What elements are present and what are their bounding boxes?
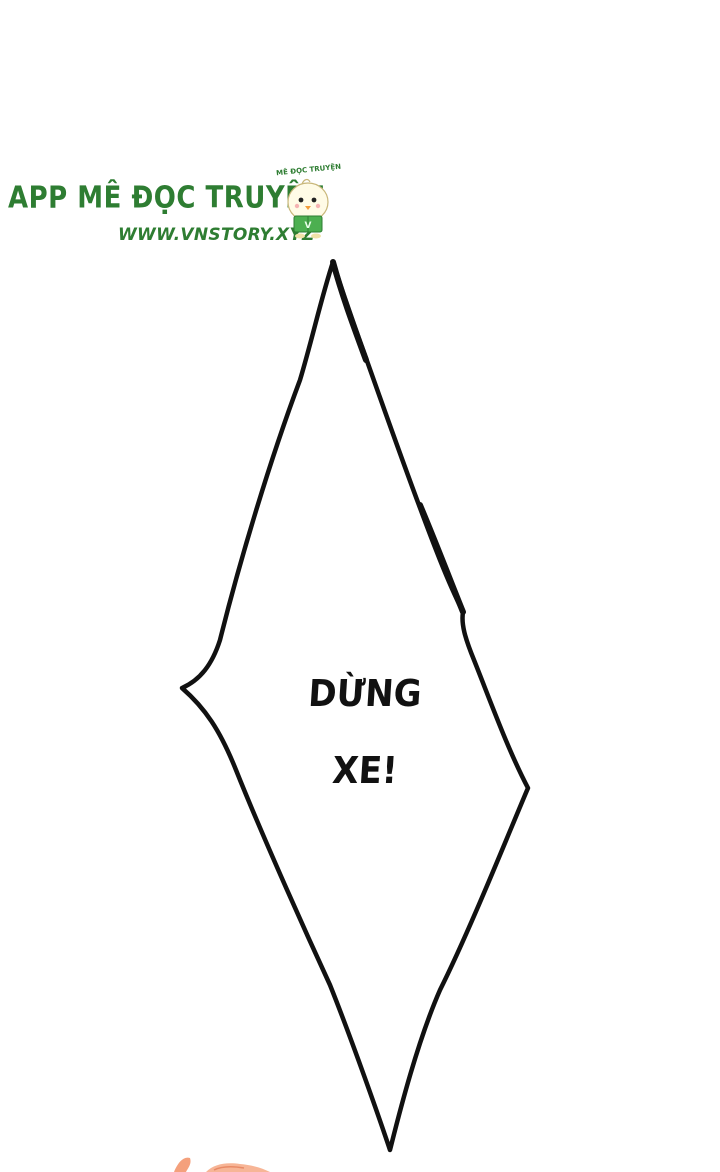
hand-fragment-icon <box>174 1157 270 1172</box>
watermark-url: WWW.VNSTORY.XYZ <box>118 225 315 245</box>
watermark-title: APP MÊ ĐỌC TRUYỆN <box>8 181 326 216</box>
svg-text:V: V <box>305 221 312 231</box>
speech-line-1: DỪNG <box>307 672 423 715</box>
watermark: APP MÊ ĐỌC TRUYỆN WWW.VNSTORY.XYZ MÊ ĐỌC… <box>0 150 360 260</box>
chick-mascot-icon: V <box>287 178 329 239</box>
speech-line-2: XE! <box>331 749 399 792</box>
